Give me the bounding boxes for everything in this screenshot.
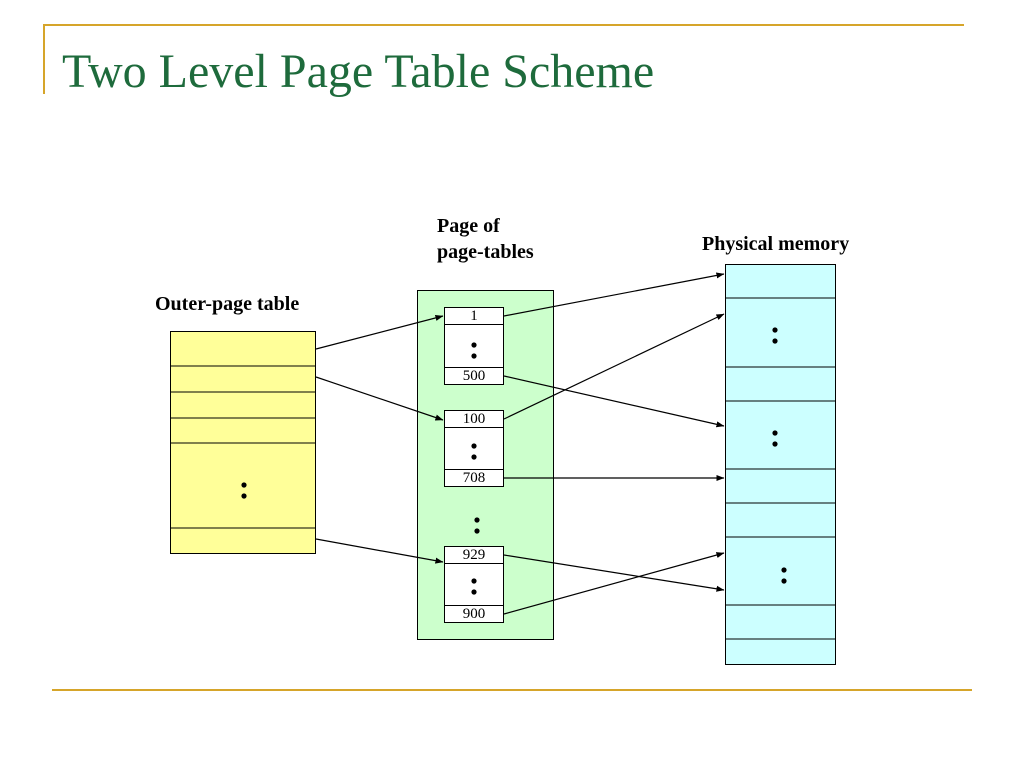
page-table-2-last-entry: 708 <box>445 469 503 486</box>
vertical-ellipsis-icon <box>772 327 778 344</box>
entry-500-to-frame-arrow <box>503 375 725 428</box>
page-of-page-tables-label: Page of page-tables <box>437 213 534 265</box>
entry-100-to-frame-arrow <box>503 313 725 420</box>
vertical-ellipsis-icon <box>474 517 480 534</box>
vertical-ellipsis-icon <box>241 482 247 499</box>
page-table-2-first-entry: 100 <box>445 411 503 428</box>
vertical-ellipsis-icon <box>772 430 778 447</box>
vertical-ellipsis-icon <box>471 443 477 460</box>
outer-to-page-table-2-arrow <box>315 376 444 421</box>
title-rule-left <box>43 24 45 94</box>
page-table-3: 929 900 <box>444 546 504 623</box>
page-table-3-first-entry: 929 <box>445 547 503 564</box>
outer-to-page-table-3-arrow <box>315 538 444 564</box>
vertical-ellipsis-icon <box>471 578 477 595</box>
page-table-1-last-entry: 500 <box>445 367 503 384</box>
vertical-ellipsis-icon <box>781 567 787 584</box>
entry-1-to-frame-arrow <box>503 272 725 317</box>
physical-memory-column <box>725 264 836 665</box>
vertical-ellipsis-icon <box>471 342 477 359</box>
entry-900-to-frame-arrow <box>503 552 725 615</box>
label-line-2: page-tables <box>437 241 534 263</box>
page-table-3-last-entry: 900 <box>445 605 503 622</box>
physical-memory-label: Physical memory <box>702 233 850 255</box>
label-line-1: Page of <box>437 215 500 237</box>
page-table-1-first-entry: 1 <box>445 308 503 325</box>
outer-to-page-table-1-arrow <box>315 314 444 350</box>
page-title: Two Level Page Table Scheme <box>62 45 655 98</box>
outer-page-table-label: Outer-page table <box>155 293 300 315</box>
entry-929-to-frame-arrow <box>503 554 725 592</box>
footer-rule <box>52 689 972 691</box>
title-rule-top <box>44 24 964 26</box>
